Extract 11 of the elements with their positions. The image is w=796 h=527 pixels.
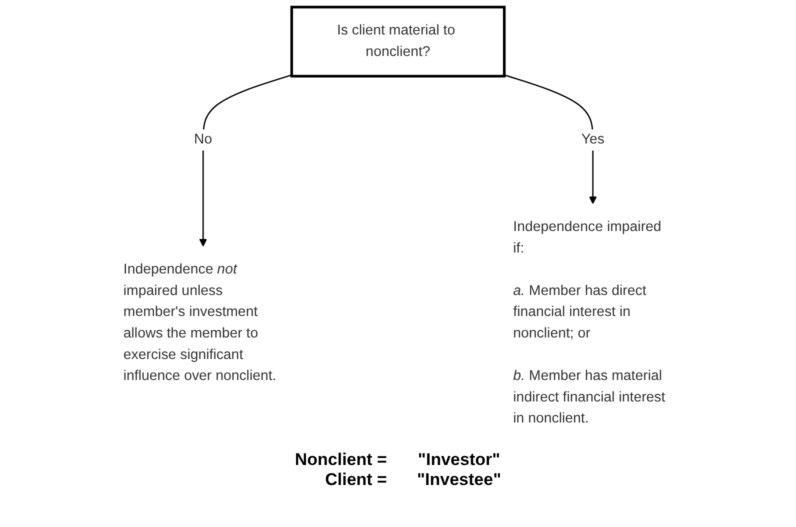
node-text: Independence not impaired unless member's investment allows the member to exercise significant influence over nonclient. [123,262,276,384]
definition-term: Nonclient = [294,450,387,470]
definition-value: "Investee" [416,470,502,490]
definition-term: Client = [324,470,387,490]
node-box: Is client material to nonclient? [290,6,506,78]
arrow [504,74,597,204]
edge-label: No [194,132,212,148]
node-text: Independence impaired if: a. Member has direct financial interest in nonclient; or b. Member has material indirect financial interest in nonclient. [513,220,666,426]
arrow [199,74,292,247]
definition-value: "Investor" [416,450,502,470]
edge-label: Yes [581,132,604,148]
